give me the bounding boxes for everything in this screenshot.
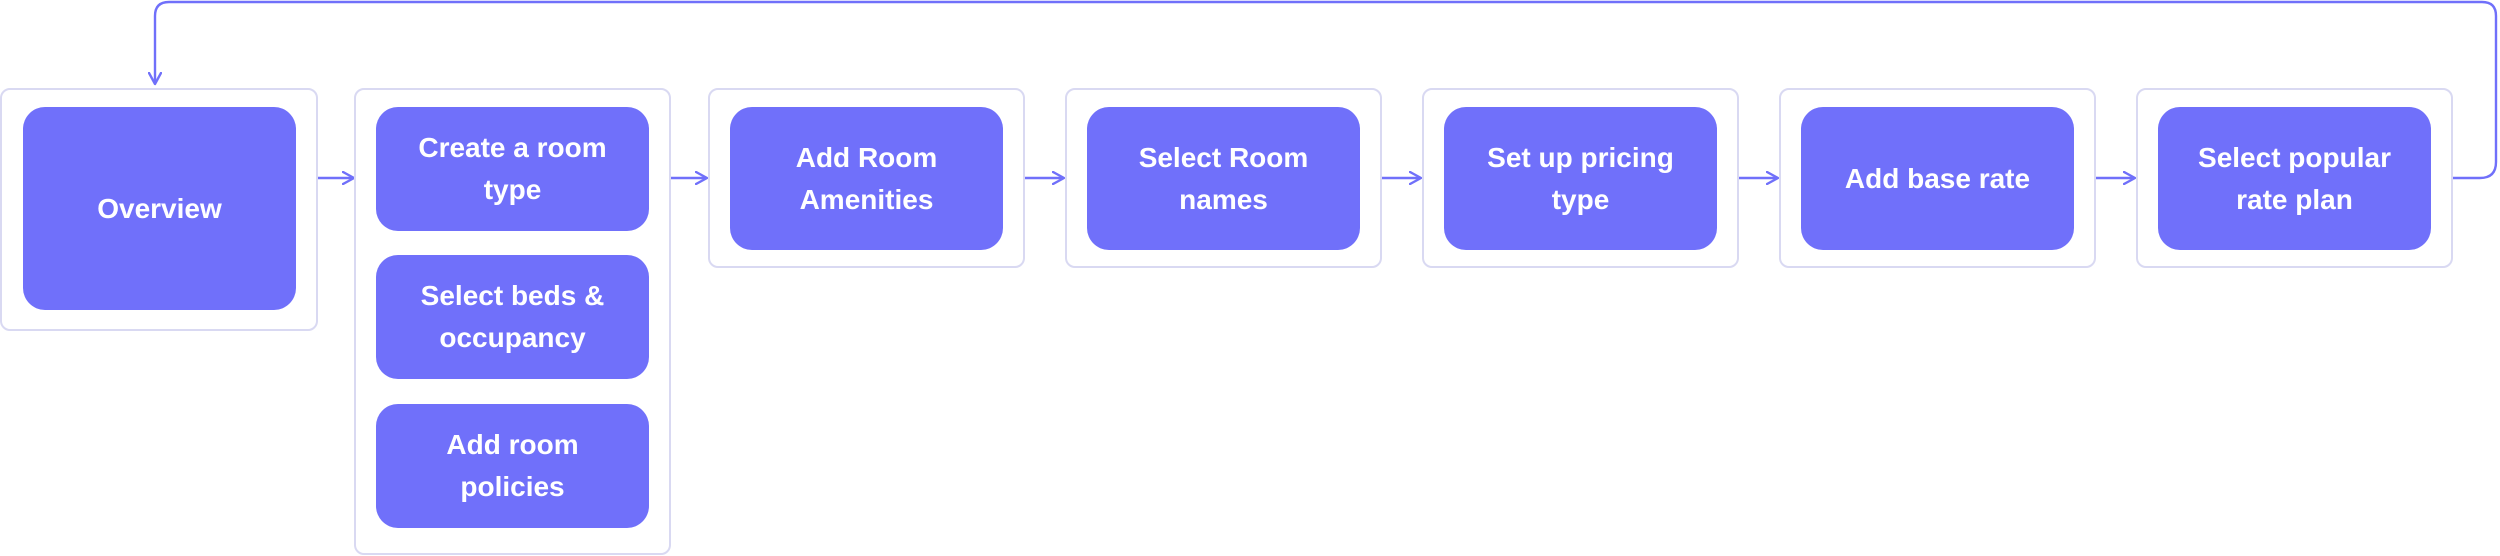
step-select-room-names-label: Select Room names: [1138, 141, 1309, 215]
step-set-up-pricing-type[interactable]: Set up pricing type: [1444, 107, 1717, 250]
step-add-room-amenities-label: Add Room Amenities: [795, 141, 938, 215]
step-create-room-type-label: Create a room type: [418, 132, 607, 205]
step-select-popular-rate-plan[interactable]: Select popular rate plan: [2158, 107, 2431, 250]
step-set-up-pricing-type-label: Set up pricing type: [1487, 141, 1674, 215]
step-select-beds-occupancy-label: Select beds & occupancy: [420, 280, 605, 353]
step-add-room-amenities[interactable]: Add Room Amenities: [730, 107, 1003, 250]
step-add-room-policies[interactable]: Add room policies: [376, 404, 649, 528]
step-add-room-policies-label: Add room policies: [446, 429, 579, 502]
loop-arrow-rate-plan-to-overview: [155, 0, 2498, 180]
step-overview[interactable]: Overview: [23, 107, 296, 310]
step-select-popular-rate-plan-label: Select popular rate plan: [2198, 141, 2391, 215]
step-add-base-rate-label: Add base rate: [1844, 162, 2031, 194]
step-select-beds-occupancy[interactable]: Select beds & occupancy: [376, 255, 649, 379]
step-add-base-rate[interactable]: Add base rate: [1801, 107, 2074, 250]
step-overview-label: Overview: [97, 192, 222, 224]
step-create-room-type[interactable]: Create a room type: [376, 107, 649, 231]
step-select-room-names[interactable]: Select Room names: [1087, 107, 1360, 250]
